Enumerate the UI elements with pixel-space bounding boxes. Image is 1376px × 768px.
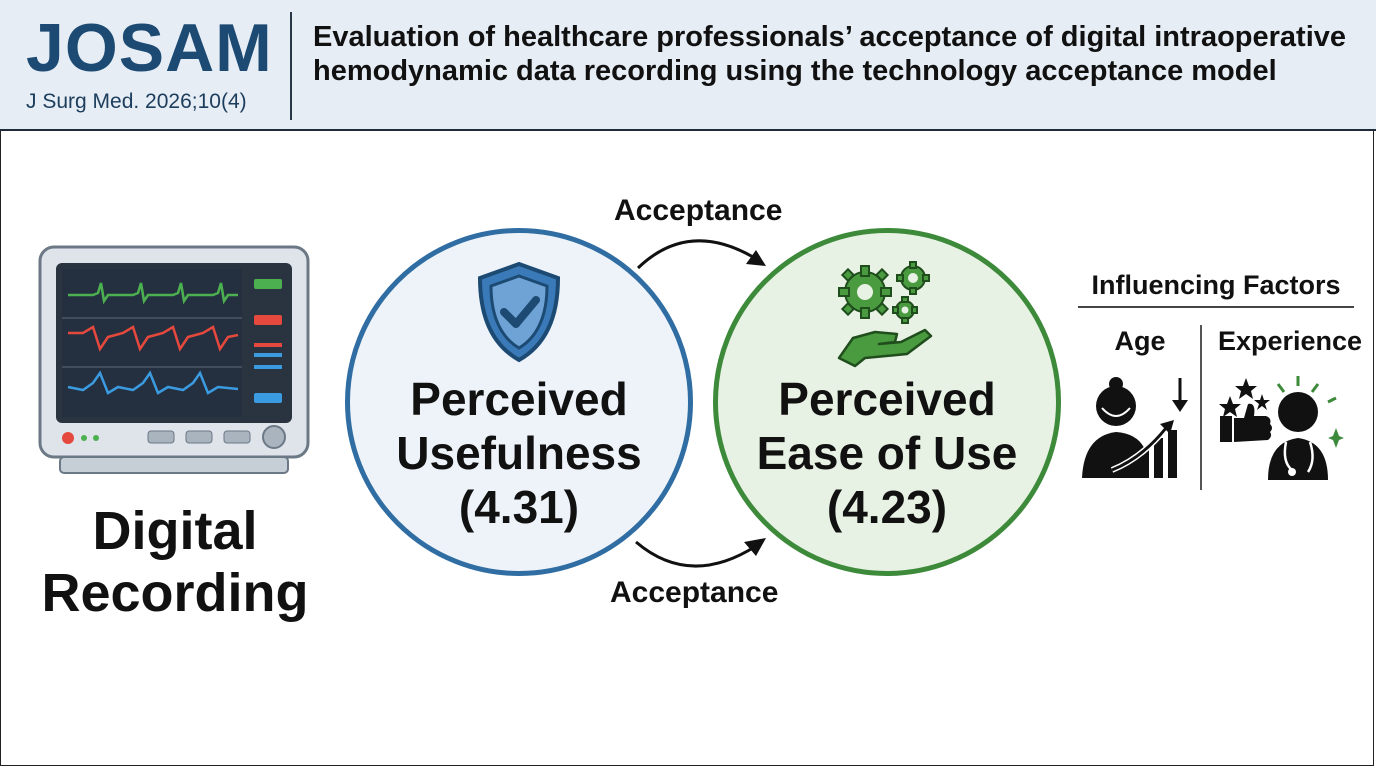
pu-line-2: Usefulness	[396, 427, 642, 479]
citation: J Surg Med. 2026;10(4)	[26, 90, 247, 113]
factor-age-label: Age	[1114, 326, 1166, 356]
bottom-curved-arrow	[635, 538, 766, 568]
digital-recording-line-2: Recording	[41, 563, 309, 623]
person-age-chart-icon	[1082, 377, 1188, 478]
header-divider	[290, 12, 292, 120]
vital-signs-monitor-icon	[38, 245, 310, 474]
perceived-ease-of-use-circle	[713, 228, 1061, 576]
title-line-1: Evaluation of healthcare professionals’ …	[313, 21, 1347, 53]
factor-experience-label: Experience	[1217, 326, 1363, 356]
influencing-factors-title: Influencing Factors	[1091, 270, 1341, 300]
peou-line-2: Ease of Use	[756, 427, 1018, 479]
shield-check-icon	[477, 261, 561, 363]
digital-recording-label: Digital Recording	[20, 500, 330, 624]
digital-recording-line-1: Digital	[92, 501, 258, 561]
doctor-thumbs-up-icon	[1219, 376, 1344, 480]
article-title: Evaluation of healthcare professionals’ …	[313, 20, 1353, 88]
pu-score: (4.31)	[458, 481, 580, 533]
peou-line-1: Perceived	[778, 373, 996, 425]
header: JOSAM J Surg Med. 2026;10(4) Evaluation …	[0, 0, 1376, 131]
top-arrow-label: Acceptance	[614, 194, 783, 227]
bottom-arrow-label: Acceptance	[610, 576, 779, 609]
peou-score: (4.23)	[826, 481, 948, 533]
perceived-usefulness-label: Perceived Usefulness (4.31)	[345, 372, 693, 534]
perceived-ease-of-use-label: Perceived Ease of Use (4.23)	[713, 372, 1061, 534]
gears-hand-icon	[837, 261, 933, 368]
influencing-factors-divider	[1200, 325, 1202, 490]
top-curved-arrow	[636, 239, 766, 270]
journal-logo: JOSAM	[26, 10, 273, 86]
title-line-2: hemodynamic data recording using the tec…	[313, 55, 1277, 87]
influencing-factors-underline	[1078, 306, 1354, 308]
pu-line-1: Perceived	[410, 373, 628, 425]
